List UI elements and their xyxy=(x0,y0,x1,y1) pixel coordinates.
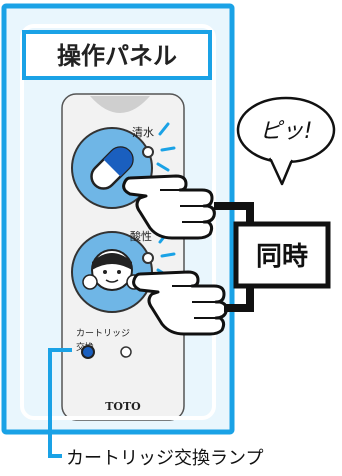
simultaneous-box xyxy=(233,221,331,289)
capsule-icon xyxy=(90,146,134,190)
beep-text: ピッ! xyxy=(260,119,313,144)
lamp-label-line1: カートリッジ xyxy=(76,328,130,339)
beep-speech-bubble xyxy=(236,96,336,186)
simultaneous-text: 同時 xyxy=(256,242,308,272)
clear-water-label: 清水 xyxy=(132,126,154,139)
clear-water-flash xyxy=(156,122,176,172)
lamp-leader-line xyxy=(48,348,72,458)
panel-top-arc xyxy=(90,96,150,113)
pointing-hand-icon-lower xyxy=(132,270,228,336)
panel-border xyxy=(20,24,216,420)
panel-title: 操作パネル xyxy=(57,42,177,70)
lamp-caption: カートリッジ交換ランプ xyxy=(66,448,263,469)
acidic-indicator xyxy=(142,252,154,264)
pointing-hand-icon-upper xyxy=(122,174,216,240)
spare-indicator xyxy=(120,346,132,358)
clear-water-indicator xyxy=(142,146,154,158)
cartridge-lamp xyxy=(81,345,95,359)
simultaneous-bracket xyxy=(214,202,254,312)
acidic-label: 酸性 xyxy=(130,229,152,243)
title-plate xyxy=(22,30,212,80)
brand-logo: TOTO xyxy=(105,400,141,413)
